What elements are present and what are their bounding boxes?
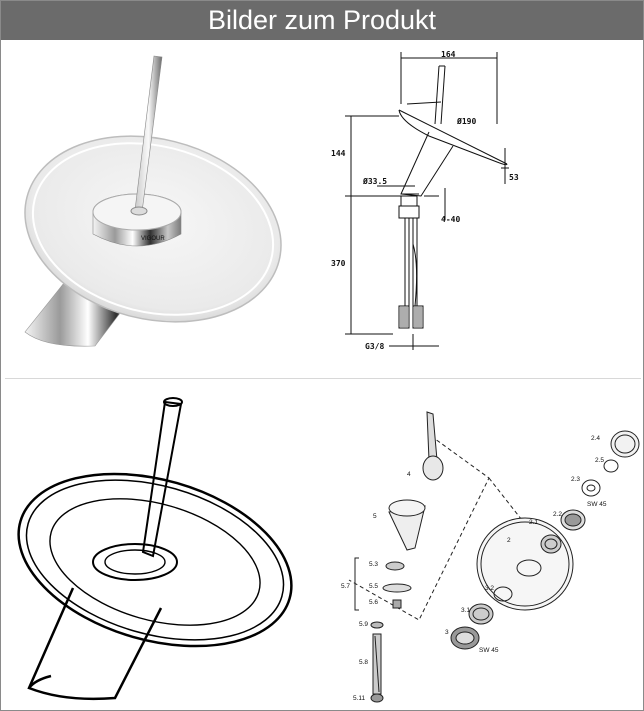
dim-spout-height: 53 bbox=[509, 173, 519, 182]
dim-base-diameter: Ø33.5 bbox=[362, 176, 387, 186]
product-sketch[interactable] bbox=[5, 380, 325, 706]
panel-header: Bilder zum Produkt bbox=[1, 1, 643, 40]
exploded-view-image: 2.4 2.5 2.3 SW 45 2.2 2.1 2 4 5 5.3 5.5 … bbox=[341, 411, 640, 703]
part-5-8: 5.8 bbox=[359, 659, 368, 666]
part-5-7: 5.7 bbox=[341, 583, 350, 590]
sw45-bottom: SW 45 bbox=[479, 647, 499, 654]
row-divider bbox=[5, 378, 641, 379]
part-2-3: 2.3 bbox=[571, 476, 580, 483]
dimension-drawing-image: 164 Ø190 144 370 53 Ø33.5 4-40 G3/8 bbox=[331, 50, 519, 351]
part-5: 5 bbox=[373, 513, 377, 520]
dimension-drawing[interactable]: 164 Ø190 144 370 53 Ø33.5 4-40 G3/8 bbox=[329, 44, 641, 374]
exploded-parts-drawing[interactable]: 2.4 2.5 2.3 SW 45 2.2 2.1 2 4 5 5.3 5.5 … bbox=[329, 380, 641, 706]
part-5-9: 5.9 bbox=[359, 621, 368, 628]
part-5-6: 5.6 bbox=[369, 599, 378, 606]
faucet-sketch-image bbox=[17, 397, 293, 701]
part-3: 3 bbox=[445, 629, 449, 636]
product-photo[interactable]: VIGOUR bbox=[5, 44, 325, 374]
part-5-5: 5.5 bbox=[369, 583, 378, 590]
product-image-grid: VIGOUR bbox=[5, 44, 641, 706]
part-5-3: 5.3 bbox=[369, 561, 378, 568]
part-4: 4 bbox=[407, 471, 411, 478]
dim-counter-thickness: 4-40 bbox=[441, 215, 460, 224]
part-3-2: 3.2 bbox=[485, 585, 494, 592]
part-2-5: 2.5 bbox=[595, 457, 604, 464]
faucet-photo-image: VIGOUR bbox=[24, 55, 282, 347]
dim-thread: G3/8 bbox=[365, 342, 384, 351]
part-2: 2 bbox=[507, 537, 511, 544]
dim-height-bottom: 370 bbox=[331, 259, 346, 268]
part-2-1: 2.1 bbox=[529, 519, 538, 526]
part-2-4: 2.4 bbox=[591, 435, 600, 442]
part-2-2: 2.2 bbox=[553, 511, 562, 518]
part-3-1: 3.1 bbox=[461, 607, 470, 614]
dim-height-top: 144 bbox=[331, 149, 346, 158]
sw45-top: SW 45 bbox=[587, 501, 607, 508]
brand-engraving: VIGOUR bbox=[141, 236, 165, 242]
dim-diameter: Ø190 bbox=[456, 116, 476, 126]
dim-width: 164 bbox=[441, 50, 456, 59]
part-5-11: 5.11 bbox=[353, 695, 366, 702]
